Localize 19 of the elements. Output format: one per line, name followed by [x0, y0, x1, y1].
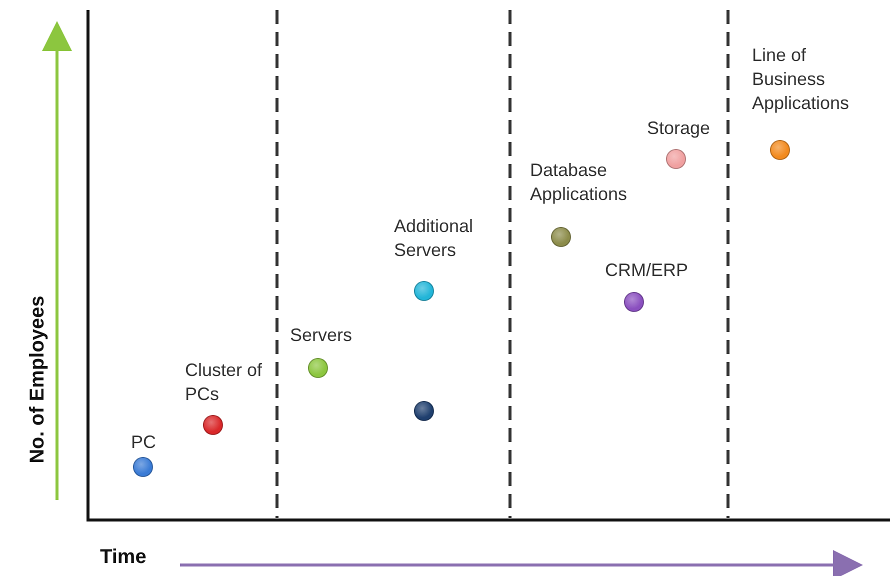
data-point: [414, 401, 434, 421]
data-point: [308, 358, 328, 378]
point-label: Cluster of PCs: [185, 359, 264, 406]
point-label: PC: [131, 431, 158, 454]
data-point: [770, 140, 790, 160]
point-label: Servers: [290, 324, 354, 347]
point-label: Storage: [647, 117, 712, 140]
point-label: CRM/ERP: [605, 259, 690, 282]
point-label: Database Applications: [530, 159, 628, 206]
data-point: [203, 415, 223, 435]
axis-title: Time: [100, 546, 148, 569]
data-point: [133, 457, 153, 477]
data-point: [551, 227, 571, 247]
point-label: Additional Servers: [394, 215, 474, 262]
data-point: [414, 281, 434, 301]
point-label: Line of Business Applications: [752, 44, 850, 115]
data-point: [624, 292, 644, 312]
data-point: [666, 149, 686, 169]
axis-title: No. of Employees: [26, 294, 50, 466]
